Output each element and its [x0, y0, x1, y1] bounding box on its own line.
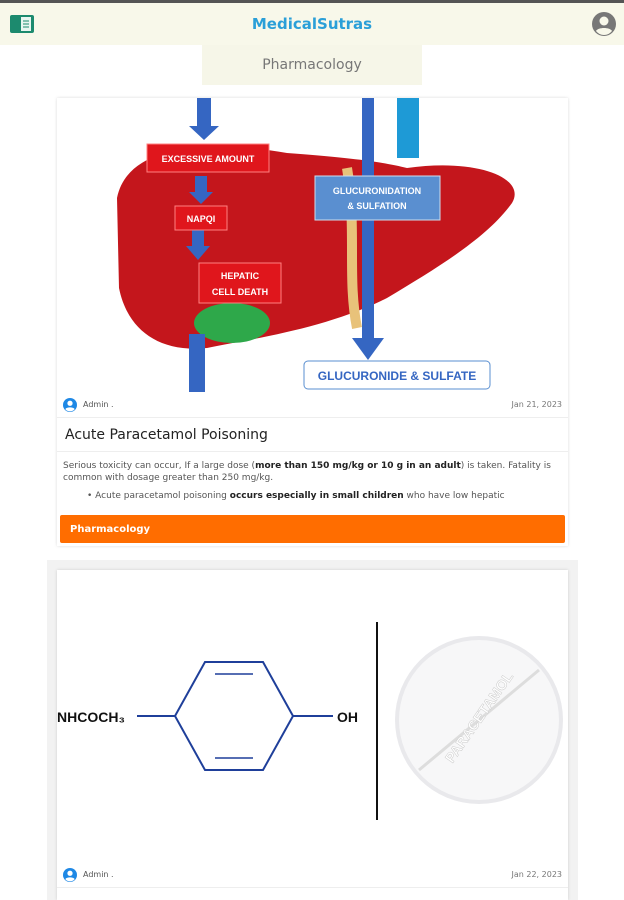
post-card[interactable]: NHCOCH₃ OH PARACETAMOL Admin . Jan 22, 2…: [57, 570, 568, 900]
author-avatar-icon: [63, 397, 77, 412]
account-circle-icon[interactable]: [592, 12, 616, 36]
label-sulfation: & SULFATION: [347, 201, 406, 211]
post-excerpt: Serious toxicity can occur, If a large d…: [57, 452, 568, 515]
excerpt-bullet: • Acute paracetamol poisoning: [87, 491, 230, 501]
window-top-border: [0, 0, 624, 3]
post-image-paracetamol[interactable]: NHCOCH₃ OH PARACETAMOL: [57, 570, 568, 862]
book-icon[interactable]: [10, 14, 34, 34]
post-title[interactable]: Acute Paracetamol Poisoning: [57, 418, 568, 452]
category-tab-pharmacology[interactable]: Pharmacology: [202, 45, 422, 85]
post-meta: Admin . Jan 21, 2023: [57, 392, 568, 418]
label-excessive: EXCESSIVE AMOUNT: [162, 154, 255, 164]
post-image-liver[interactable]: EXCESSIVE AMOUNT NAPQI HEPATIC CELL DEAT…: [57, 98, 568, 392]
label-glucuronide: GLUCURONIDE & SULFATE: [318, 369, 476, 383]
app-title[interactable]: MedicalSutras: [251, 15, 373, 33]
post-category-label[interactable]: Pharmacology: [60, 515, 565, 543]
label-nhcoch3: NHCOCH₃: [57, 709, 125, 725]
label-oh: OH: [337, 709, 358, 725]
post-date: Jan 21, 2023: [511, 400, 563, 409]
author-name[interactable]: Admin .: [83, 870, 114, 879]
label-cell-death: CELL DEATH: [212, 287, 268, 297]
post-meta: Admin . Jan 22, 2023: [57, 862, 568, 888]
label-hepatic: HEPATIC: [221, 271, 260, 281]
excerpt-bold: more than 150 mg/kg or 10 g in an adult: [255, 461, 461, 471]
post-card[interactable]: EXCESSIVE AMOUNT NAPQI HEPATIC CELL DEAT…: [57, 98, 568, 546]
label-napqi: NAPQI: [187, 214, 216, 224]
excerpt-text: ) is taken. Fatality is common with dosa…: [63, 461, 551, 483]
author-avatar-icon: [63, 867, 77, 882]
excerpt-bold: occurs especially in small children: [229, 491, 404, 501]
author-name[interactable]: Admin .: [83, 400, 114, 409]
excerpt-text: Serious toxicity can occur, If a large d…: [63, 461, 256, 471]
excerpt-text: who have low hepatic: [403, 491, 505, 501]
post-date: Jan 22, 2023: [511, 870, 563, 879]
app-header: MedicalSutras: [0, 3, 624, 45]
label-glucuronidation: GLUCURONIDATION: [333, 186, 421, 196]
